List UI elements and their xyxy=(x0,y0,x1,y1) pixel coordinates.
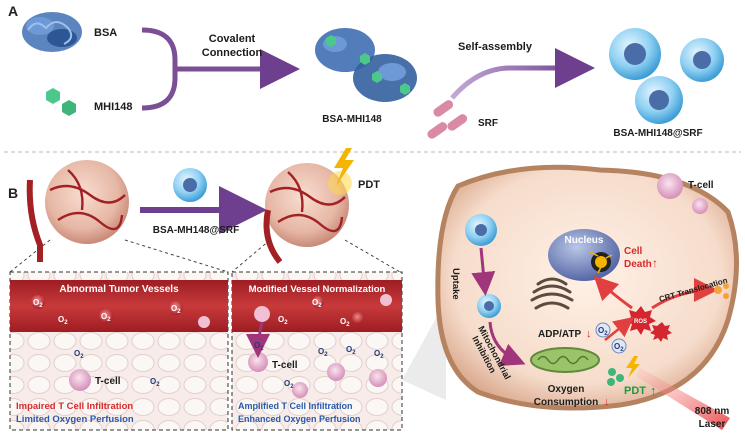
step1-line1: Covalent xyxy=(209,33,256,45)
oxygen-line2: Consumption xyxy=(534,397,598,408)
tumor-after-icon xyxy=(263,163,349,264)
treatment-nanoparticle-icon xyxy=(173,168,207,202)
adp-atp-down-arrow: ↓ xyxy=(586,328,592,340)
self-assembly-arrow xyxy=(450,48,595,100)
section-label-b: B xyxy=(8,185,18,201)
cell-death-up-arrow: ↑ xyxy=(652,256,658,270)
cell-pdt-label: PDT xyxy=(624,385,646,397)
pdt-up-arrow: ↑ xyxy=(650,383,657,398)
o2-label: O2 xyxy=(150,377,160,388)
step1-line2: Connection xyxy=(202,47,263,59)
uptake-nanoparticle-icon xyxy=(465,214,501,318)
oxygen-down-arrow: ↓ xyxy=(604,396,610,408)
oxygen-line1: Oxygen xyxy=(548,384,585,395)
laser-line1: 808 nm xyxy=(695,406,730,417)
cell-death-line2: Death xyxy=(624,259,652,270)
ros-label: ROS xyxy=(634,319,647,325)
right-tcell-label: T-cell xyxy=(272,360,298,371)
o2-label: O2 xyxy=(74,349,84,360)
o2-label: O2 xyxy=(340,317,350,328)
bsa-protein-icon xyxy=(22,12,82,52)
inhibition-arrow xyxy=(488,321,526,366)
o2-label: O2 xyxy=(374,349,384,360)
o2-label: O2 xyxy=(58,315,68,326)
product2-label: BSA-MHI148@SRF xyxy=(613,128,702,139)
tumor-before-icon xyxy=(26,160,129,262)
adp-atp-label: ADP/ATP xyxy=(538,329,581,340)
pdt-label: PDT xyxy=(358,179,380,191)
o2-label: O2 xyxy=(33,298,43,309)
bsa-mhi148-conjugate-icon xyxy=(315,28,417,102)
zoom-lines-left xyxy=(9,239,229,273)
left-caption1: Impaired T Cell Infiltration xyxy=(16,401,133,412)
crt-protein-icon xyxy=(714,283,729,299)
mitochondrion-icon xyxy=(530,347,600,373)
cell-tcell-label: T-cell xyxy=(688,180,714,191)
left-box-title: Abnormal Tumor Vessels xyxy=(59,284,179,295)
o2-label: O2 xyxy=(171,304,181,315)
photosensitizer-icon xyxy=(607,368,624,386)
join-bracket xyxy=(141,27,178,111)
nucleus-label: Nucleus xyxy=(565,235,604,246)
right-box-title: Modified Vessel Normalization xyxy=(249,284,386,295)
pdt-lightning-icon xyxy=(328,148,354,195)
right-caption1: Amplified T Cell Infiltration xyxy=(238,401,353,411)
left-caption2: Limited Oxygen Perfusion xyxy=(16,414,134,425)
right-caption2: Enhanced Oxygen Perfusion xyxy=(238,414,361,424)
uptake-label: Uptake xyxy=(450,268,461,300)
zoom-cone xyxy=(402,300,446,400)
o2-label: O2 xyxy=(101,312,111,323)
uptake-arrow xyxy=(471,247,496,296)
mhi148-molecule-icon xyxy=(46,88,76,116)
normalized-vessel-box xyxy=(231,271,403,431)
nucleus-icon xyxy=(548,229,620,281)
nanoparticle-cluster-icon xyxy=(609,28,724,124)
mhi148-label: MHI148 xyxy=(94,101,133,113)
crt-arrow xyxy=(651,278,718,310)
cell-death-line1: Cell xyxy=(624,246,643,257)
o2-label: O2 xyxy=(318,347,328,358)
o2-label: O2 xyxy=(254,341,264,352)
treatment-label: BSA-MH148@SRF xyxy=(153,225,239,236)
o2-label: O2 xyxy=(278,315,288,326)
left-tcell-label: T-cell xyxy=(95,376,121,387)
ros-to-death-arrow xyxy=(593,275,633,310)
srf-pill-icon xyxy=(427,100,468,139)
step2-label: Self-assembly xyxy=(458,41,533,53)
t-cell-cluster-icon xyxy=(657,173,708,214)
o2-label: O2 xyxy=(312,298,322,309)
o2-label: O2 xyxy=(598,326,608,337)
o2-to-ros-arrow xyxy=(604,316,634,341)
golgi-icon xyxy=(530,277,574,310)
o2-label: O2 xyxy=(346,345,356,356)
zoom-lines-right xyxy=(231,239,401,273)
srf-label: SRF xyxy=(478,118,498,129)
o2-label: O2 xyxy=(614,342,624,353)
o2-label: O2 xyxy=(284,379,294,390)
cell-pdt-lightning-icon xyxy=(626,356,640,378)
abnormal-vessel-box xyxy=(9,271,229,431)
section-label-a: A xyxy=(8,3,18,19)
bsa-label: BSA xyxy=(94,27,117,39)
laser-line2: Laser xyxy=(699,419,726,430)
laser-beam xyxy=(636,368,730,430)
product1-label: BSA-MHI148 xyxy=(322,114,382,125)
